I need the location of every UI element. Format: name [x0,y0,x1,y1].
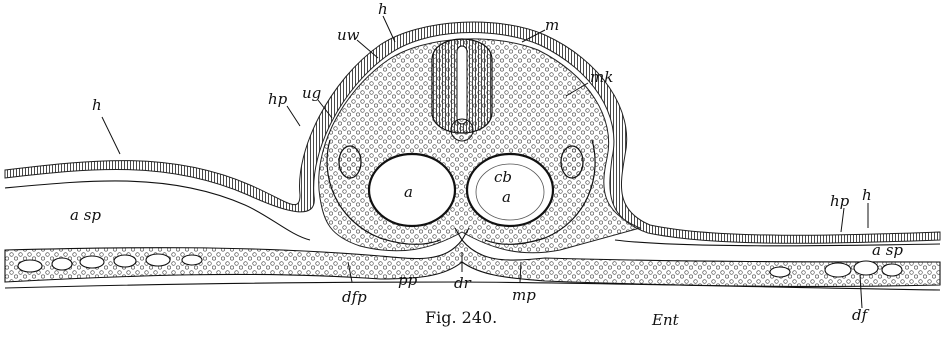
label-dr: dr [454,274,472,292]
label-h-top: h [378,0,388,18]
label-asp-right: a sp [872,241,903,259]
figure-caption: Fig. 240. [425,308,497,327]
label-df: df [852,306,870,324]
label-ug: ug [302,84,321,102]
neural-canal [457,46,467,124]
label-h-right: h [862,186,872,204]
somatopleure-left [5,181,310,240]
cardinal-vein-left [339,146,361,178]
cardinal-vein-right [561,146,583,178]
label-uw: uw [337,26,360,44]
notochord [451,119,473,141]
label-hp-right: hp [830,192,850,210]
label-a-left: a [404,183,413,201]
label-asp-left: a sp [70,206,101,224]
label-mk: mk [590,68,613,86]
label-mp: mp [512,286,536,304]
label-h-left: h [92,96,102,114]
label-dfp: dfp [342,288,367,306]
splanchnopleure-band [5,240,940,286]
label-hp-left: hp [268,90,288,108]
label-m: m [545,16,559,34]
label-a-right: a [502,188,511,206]
label-pp: pp [398,271,418,289]
label-cb: cb [494,168,512,186]
label-ent: Ent [651,311,680,329]
